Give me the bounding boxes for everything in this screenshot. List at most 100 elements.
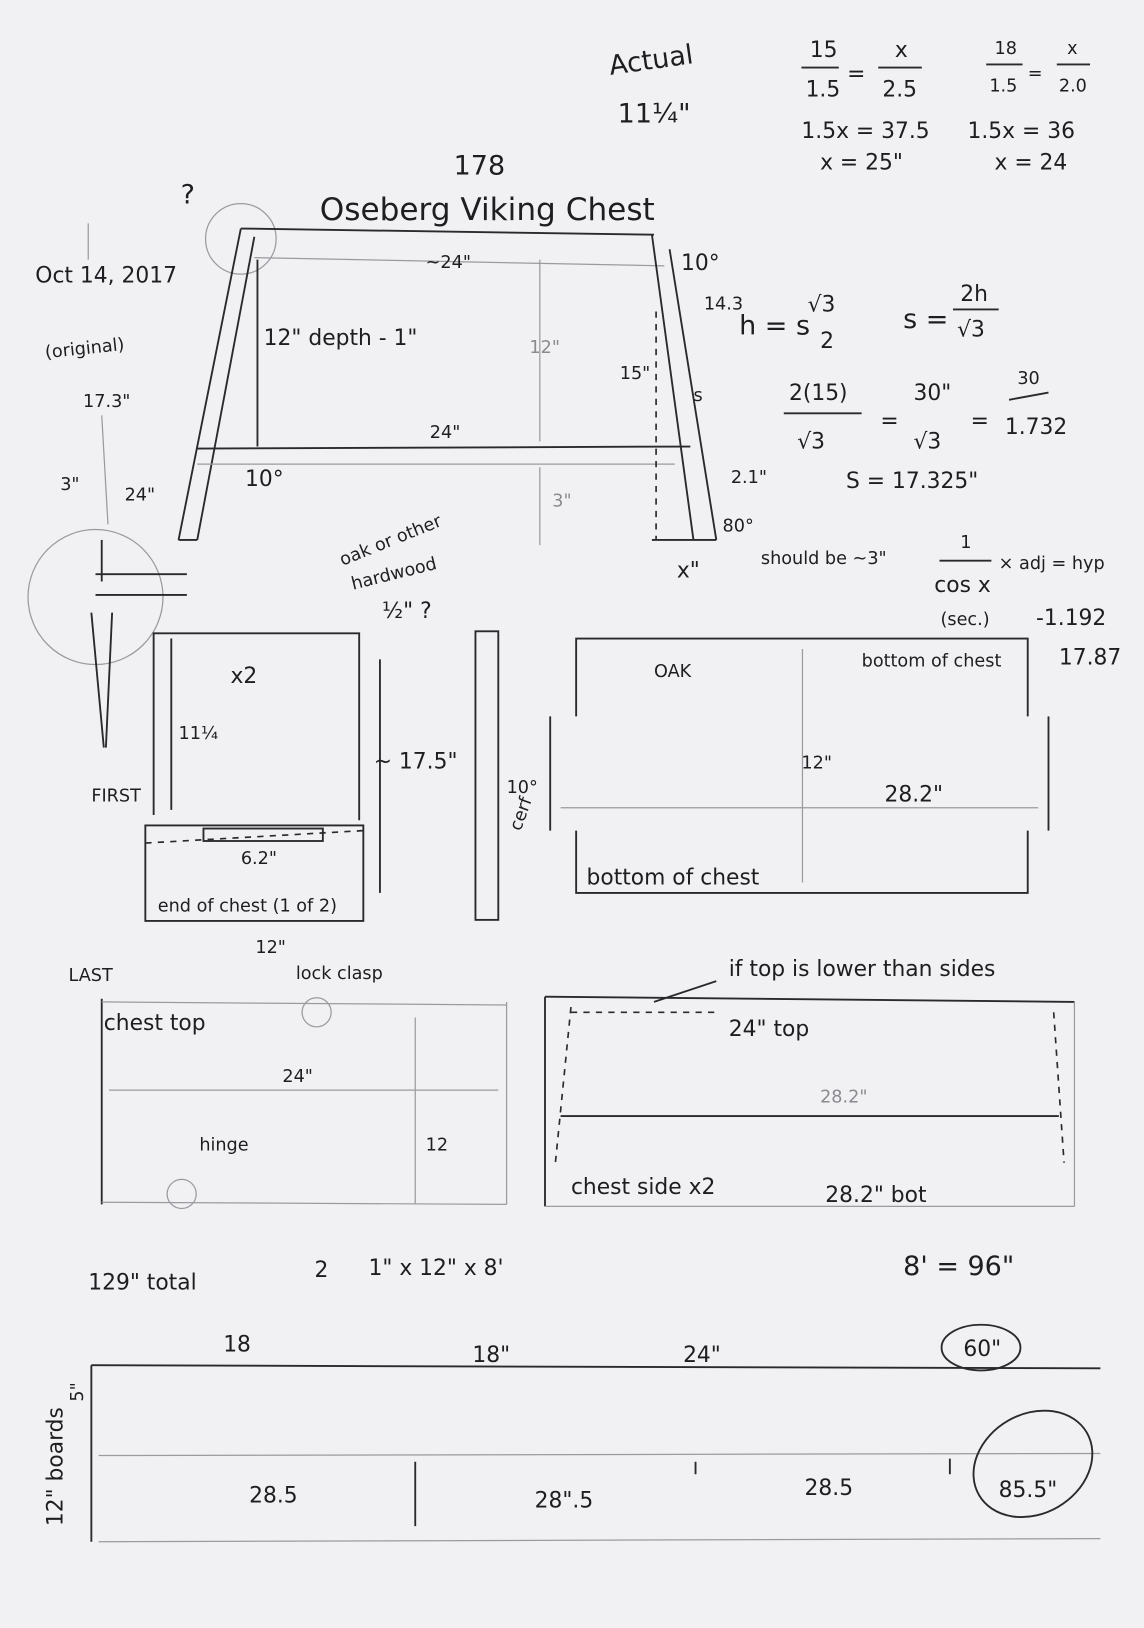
svg-text:x: x (895, 38, 908, 63)
svg-text:x: x (1067, 39, 1077, 59)
end-panel-notch: 6.2" (241, 849, 277, 869)
bottom-panel-label-top: bottom of chest (862, 652, 1002, 672)
svg-text:1.5x = 36: 1.5x = 36 (968, 119, 1075, 144)
bottom-width: 24" (430, 423, 461, 443)
svg-text:S = 17.325": S = 17.325" (846, 469, 978, 494)
slant-top: 14.3 (704, 294, 743, 314)
svg-text:√3: √3 (914, 430, 942, 455)
math-notes: h = s √3 2 s = 2h √3 2(15) √3 = 30" √3 =… (739, 282, 1121, 670)
svg-text:√3: √3 (808, 293, 836, 318)
end-panel-order: FIRST (91, 787, 141, 807)
svg-text:17.87: 17.87 (1059, 646, 1121, 671)
chest-side-top-length: 24" top (729, 1017, 809, 1042)
question-mark: ? (181, 180, 195, 211)
board-size: 1" x 12" x 8' (369, 1256, 504, 1281)
angle-top: 10° (681, 251, 720, 276)
foot-x: x" (677, 558, 700, 583)
lumber-qty: 2 (315, 1258, 329, 1283)
end-panel-count: x2 (230, 664, 257, 689)
svg-text:1.732: 1.732 (1005, 415, 1067, 440)
proportion-2: 18 1.5 = x 2.0 1.5x = 36 x = 24 (968, 39, 1091, 175)
foot-height: 3" (552, 492, 571, 512)
top-width: ~24" (426, 253, 471, 273)
svg-text:30: 30 (1017, 369, 1039, 389)
depth-note: 12" depth - 1" (264, 326, 418, 351)
svg-text:-1.192: -1.192 (1036, 606, 1106, 631)
page-number: 178 (454, 151, 506, 182)
boards-drawing (90, 1323, 1101, 1543)
svg-text:x = 24: x = 24 (995, 150, 1068, 175)
end-panel-inner-height: 11¼ (179, 724, 219, 744)
svg-text:2(15): 2(15) (789, 381, 848, 406)
side-strip (474, 630, 500, 921)
conversion: 8' = 96" (903, 1251, 1014, 1282)
cut-1: 18 (223, 1333, 251, 1358)
svg-text:x = 25": x = 25" (820, 150, 903, 175)
svg-text:should be ~3": should be ~3" (761, 549, 887, 569)
end-panel-drawing (90, 539, 381, 922)
angle-foot: 80° (723, 517, 754, 537)
chest-side-label: chest side x2 (571, 1175, 715, 1200)
end-panel-width: 12" (255, 938, 286, 958)
actual-value: 11¼" (618, 99, 691, 130)
svg-text:1.5: 1.5 (806, 78, 841, 103)
end-view-drawing (177, 227, 718, 546)
bottom-panel-length: 28.2" (884, 783, 943, 808)
chest-top-drawing (100, 997, 508, 1210)
svg-text:=: = (971, 409, 989, 434)
chest-top-label: chest top (104, 1011, 206, 1036)
side-strip-angle: 10° (507, 778, 538, 798)
leg-length: 24" (125, 485, 156, 505)
svg-text:(sec.): (sec.) (941, 610, 990, 630)
original-value: 17.3" (83, 392, 130, 412)
svg-text:2.5: 2.5 (882, 78, 917, 103)
proportion-1: 15 1.5 = x 2.5 1.5x = 37.5 x = 25" (801, 38, 929, 175)
svg-text:√3: √3 (797, 430, 825, 455)
cut-7: 28.5 (805, 1476, 854, 1501)
cut-5: 28.5 (249, 1483, 298, 1508)
inner-height: 12" (529, 338, 560, 358)
cut-8-remaining: 85.5" (999, 1478, 1058, 1503)
svg-text:cos x: cos x (934, 573, 991, 598)
bottom-panel-label-bottom: bottom of chest (587, 866, 760, 891)
chest-side-note: if top is lower than sides (729, 957, 996, 982)
svg-text:× adj = hyp: × adj = hyp (999, 554, 1105, 574)
row1-height: 5" (68, 1382, 88, 1401)
svg-text:=: = (880, 409, 898, 434)
lock-clasp-label: lock clasp (296, 964, 383, 984)
chest-side-bottom-length: 28.2" bot (825, 1183, 927, 1208)
bottom-panel-material: OAK (654, 662, 692, 682)
cut-3: 24" (683, 1343, 721, 1368)
chest-side-faint-length: 28.2" (820, 1088, 867, 1108)
angle-bottom: 10° (245, 467, 284, 492)
svg-text:2.0: 2.0 (1059, 76, 1087, 96)
thickness: ½" ? (382, 599, 432, 624)
original-label: (original) (44, 335, 125, 363)
svg-text:1: 1 (960, 533, 971, 553)
actual-label: Actual (607, 39, 695, 81)
svg-text:15: 15 (810, 38, 838, 63)
cut-2: 18" (472, 1343, 510, 1368)
page-title: Oseberg Viking Chest (320, 192, 655, 228)
svg-text:s =: s = (903, 304, 948, 335)
slant-lower: 2.1" (731, 468, 767, 488)
chest-top-order: LAST (69, 966, 113, 986)
svg-text:√3: √3 (957, 317, 985, 342)
row2-label: 12" boards (43, 1407, 68, 1526)
svg-text:1.5x = 37.5: 1.5x = 37.5 (801, 119, 929, 144)
svg-text:=: = (847, 62, 865, 87)
chest-top-width: 24" (282, 1067, 313, 1087)
cut-4-remaining: 60" (963, 1337, 1001, 1362)
s-label: s (693, 386, 702, 406)
chest-side-drawing (544, 980, 1076, 1208)
svg-text:2: 2 (820, 329, 834, 354)
bottom-panel-height: 12" (801, 753, 832, 773)
bottom-panel-drawing (549, 637, 1050, 894)
svg-text:18: 18 (995, 39, 1017, 59)
svg-text:2h: 2h (960, 282, 988, 307)
date: Oct 14, 2017 (35, 263, 177, 288)
end-panel-total-height: ~ 17.5" (374, 749, 458, 774)
cut-6: 28".5 (535, 1488, 594, 1513)
svg-text:h = s: h = s (739, 310, 810, 341)
